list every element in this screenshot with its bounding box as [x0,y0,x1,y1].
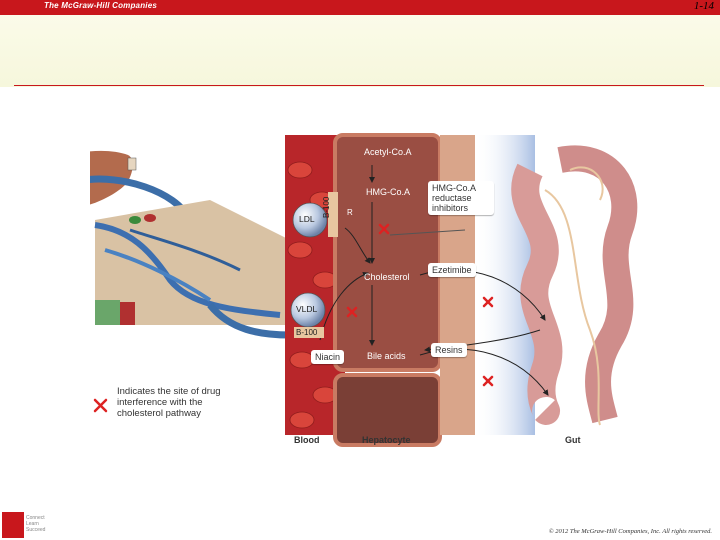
legend-description: Indicates the site of drug interference … [117,386,221,419]
vldl-apoprotein-label: B-100 [296,328,318,337]
vldl-label: VLDL [296,304,318,314]
liver-tissue-illustration [94,200,290,325]
receptor-label: R [347,208,353,217]
logo-tagline: Connect Learn Succeed [26,515,46,533]
drug-box-resins: Resins [431,343,467,357]
slide-number: 1-14 [693,0,714,12]
title-area [0,15,720,87]
pathway-bile-acids: Bile acids [367,351,406,361]
drug-box-hmg-inhibitors: HMG-Co.A reductase inhibitors [428,181,494,215]
title-divider [14,85,704,86]
ldl-label: LDL [299,214,315,224]
tissue-zoom-arrow [207,302,291,339]
vldl-apoprotein [294,327,324,338]
ldl-particle [292,202,328,238]
region-label-hepatocyte: Hepatocyte [362,435,411,445]
x-mark-hmg [378,223,390,235]
drug-box-ezetimibe: Ezetimibe [428,263,476,277]
gut-illustration [511,145,638,426]
hepatocyte-cell [333,133,442,372]
ldl-apoprotein-label: B-100 [322,196,331,218]
legend-x-icon [93,398,108,413]
region-label-gut: Gut [565,435,581,445]
mcgraw-hill-logo [2,512,24,538]
x-mark-ezetimibe [482,296,494,308]
ldl-apoprotein [328,192,338,237]
copyright-notice: © 2012 The McGraw-Hill Companies, Inc. A… [548,528,712,535]
region-label-blood: Blood [294,435,320,445]
pathway-cholesterol: Cholesterol [364,272,410,282]
pathway-hmg-coa: HMG-Co.A [366,187,411,197]
x-mark-niacin [346,306,358,318]
header-bar: The McGraw-Hill Companies [0,0,720,15]
drug-box-niacin: Niacin [311,350,345,364]
pathway-acetyl-coa: Acetyl-Co.A [364,147,412,157]
x-mark-resins [482,375,494,387]
cholesterol-pathway-figure [90,133,638,447]
publisher-brand: The McGraw-Hill Companies [44,1,158,10]
